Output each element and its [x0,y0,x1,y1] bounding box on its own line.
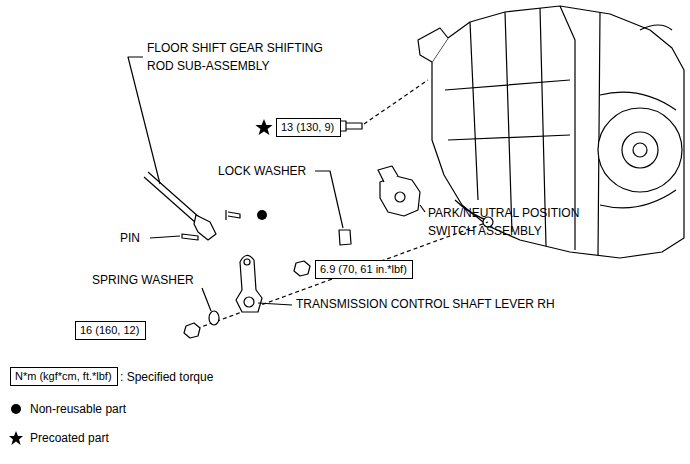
torque-box: 16 (160, 12) [75,321,146,340]
nut [294,261,310,276]
nut [184,323,200,338]
leader-line [128,57,160,184]
pn-switch [380,176,420,216]
lock-washer [339,230,351,245]
non-reusable-dot [257,210,267,220]
tail-extension [418,28,448,62]
pn-switch-connector [378,166,398,182]
converter-hub [622,132,658,168]
spring-washer [209,311,219,325]
part-name: LOCK WASHER [218,162,306,180]
leader-line [420,205,425,212]
converter-hub [633,143,647,157]
leader-line [258,303,292,305]
leader-line [150,236,180,238]
non-reusable-symbol [9,402,23,416]
harness [455,25,672,222]
dashed-axis [190,222,488,331]
legend-text: Precoated part [30,431,109,445]
part-name: SPRING WASHER [92,271,194,289]
bell-housing-edge [600,92,676,208]
torque-value: 13 (130, 9) [281,121,334,133]
legend-text: : Specified torque [120,370,213,384]
torque-box: N*m (kgf*cm, ft.*lbf) [10,367,118,386]
lever-hole [244,259,250,265]
torque-box: 6.9 (70, 61 in.*lbf) [315,260,413,279]
clip [226,210,240,220]
pn-switch-shaft [395,192,405,202]
precoated-symbol [9,431,23,445]
torque-value: 6.9 (70, 61 in.*lbf) [320,263,407,275]
torque-converter [598,108,682,192]
torque-box: 13 (130, 9) [276,118,341,137]
shift-rod [144,172,200,223]
leader-line [315,171,343,228]
part-name: FLOOR SHIFT GEAR SHIFTING ROD SUB-ASSEMB… [147,39,342,75]
part-name: PIN [120,229,140,247]
precoated-star [255,119,272,135]
pin [182,234,198,240]
transmission-case [432,6,684,258]
legend-text: Non-reusable part [30,402,126,416]
legend-entry: : Specified torque [120,369,213,385]
torque-value: 16 (160, 12) [80,324,139,336]
legend-entry: Non-reusable part [30,401,126,417]
part-name: PARK/NEUTRAL POSITION SWITCH ASSEMBLY [428,204,618,240]
legend-entry: Precoated part [30,430,109,446]
part-name: TRANSMISSION CONTROL SHAFT LEVER RH [296,295,555,313]
leader-line [202,288,211,311]
torque-value: N*m (kgf*cm, ft.*lbf) [15,370,112,382]
dashed-axis [364,80,428,124]
lever-hub [244,297,254,307]
